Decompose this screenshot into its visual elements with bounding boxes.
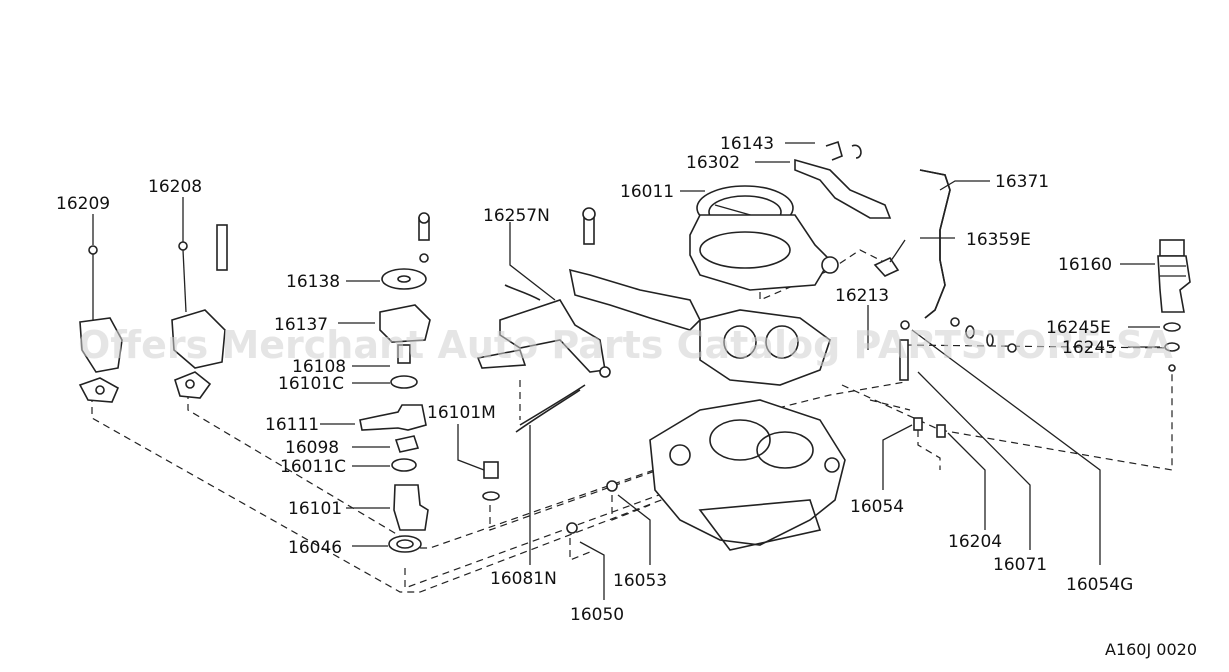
label-16213: 16213 <box>835 286 889 306</box>
watermark-text: Offers Merchant Auto Parts Catalog PARTS… <box>78 323 1173 367</box>
label-16101M: 16101M <box>427 403 496 423</box>
label-16011C: 16011C <box>280 457 346 477</box>
part-labels: 16209 16208 16138 16137 16108 16101C 161… <box>56 134 1133 625</box>
label-16208: 16208 <box>148 177 202 197</box>
valve-16160-drawing <box>1157 239 1191 372</box>
air-horn-16011-drawing <box>689 185 839 291</box>
label-16071: 16071 <box>993 555 1047 575</box>
label-16257N: 16257N <box>483 206 550 226</box>
label-16245: 16245 <box>1062 338 1116 358</box>
jet-16101M-drawing <box>482 461 500 501</box>
label-16098: 16098 <box>285 438 339 458</box>
label-16359E: 16359E <box>966 230 1031 250</box>
rod-16371-drawing <box>919 169 951 319</box>
label-16138: 16138 <box>286 272 340 292</box>
small-screws <box>566 317 1017 534</box>
label-16054: 16054 <box>850 497 904 517</box>
label-16371: 16371 <box>995 172 1049 192</box>
idle-screw-16209-drawing <box>78 245 123 403</box>
label-16111: 16111 <box>265 415 319 435</box>
part-drawings <box>78 140 1191 553</box>
label-16011: 16011 <box>620 182 674 202</box>
label-16137: 16137 <box>274 315 328 335</box>
leader-lines <box>92 142 1160 600</box>
label-16143: 16143 <box>720 134 774 154</box>
label-16204: 16204 <box>948 532 1002 552</box>
label-16108: 16108 <box>292 357 346 377</box>
throttle-body-drawing <box>649 399 846 551</box>
diagram-code: A160J 0020 <box>1105 640 1197 659</box>
gasket-drawing <box>699 309 831 386</box>
valve-16208-drawing <box>171 224 228 399</box>
label-16209: 16209 <box>56 194 110 214</box>
label-16050: 16050 <box>570 605 624 625</box>
linkage-plate-16257N-drawing <box>476 207 701 433</box>
label-16245E: 16245E <box>1046 318 1111 338</box>
label-16081N: 16081N <box>490 569 557 589</box>
label-16054G: 16054G <box>1066 575 1133 595</box>
label-16053: 16053 <box>613 571 667 591</box>
lever-16302-drawing <box>794 140 900 277</box>
label-16101: 16101 <box>288 499 342 519</box>
label-16101C: 16101C <box>278 374 344 394</box>
left-column-parts <box>359 212 431 553</box>
label-16046: 16046 <box>288 538 342 558</box>
label-16302: 16302 <box>686 153 740 173</box>
label-16160: 16160 <box>1058 255 1112 275</box>
